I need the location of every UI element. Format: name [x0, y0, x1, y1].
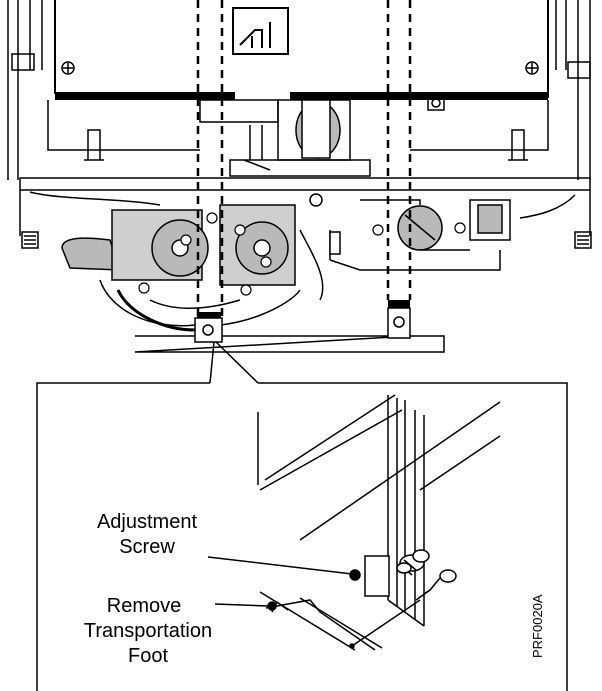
adjustment-screw — [396, 549, 430, 576]
right-bracket-clip — [567, 61, 591, 79]
valve-assembly — [61, 193, 511, 332]
figure-id: PRF0020A — [530, 594, 545, 658]
adjustment-screw-label-line2: Screw — [119, 536, 175, 558]
left-foot — [21, 231, 39, 249]
screw-symbol — [61, 61, 75, 75]
right-foot — [574, 231, 592, 249]
remove-transportation-foot-label: Remove Transportation Foot — [58, 594, 238, 669]
remove-foot-label-line1: Remove — [106, 595, 182, 617]
screw-symbol — [525, 61, 539, 75]
adjustment-screw-plate — [364, 555, 390, 597]
rack-assembly — [7, 0, 592, 249]
removed-screw — [349, 569, 457, 649]
detail-leader — [209, 341, 259, 384]
adjustment-screw-label: Adjustment Screw — [72, 510, 222, 560]
adjustment-screw-label-line1: Adjustment — [96, 511, 198, 533]
label-plate — [232, 7, 289, 55]
remove-foot-label-line2: Transportation — [83, 620, 213, 642]
motor-block — [199, 99, 279, 123]
detail-box — [36, 382, 568, 691]
remove-foot-label-line3: Foot — [127, 645, 169, 667]
alignment-lines — [196, 0, 412, 318]
base-plate — [134, 300, 445, 353]
screw-markers — [138, 212, 466, 296]
left-bracket-clip — [11, 53, 35, 71]
